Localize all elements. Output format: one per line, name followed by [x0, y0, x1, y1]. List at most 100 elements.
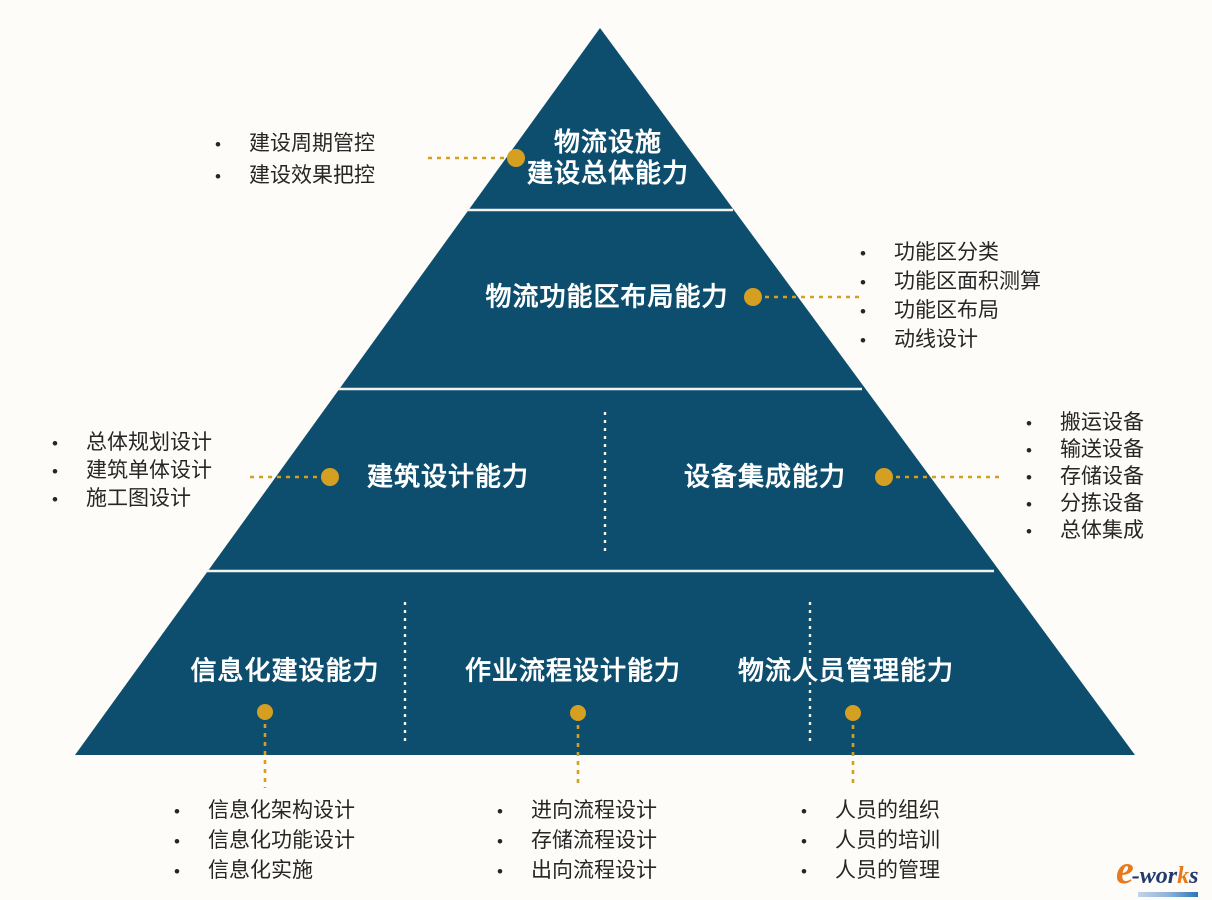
bullet-label: 人员的管理 — [835, 859, 940, 882]
level1-label: 物流设施 建设总体能力 — [527, 127, 689, 189]
bullet-item: • 信息化功能设计 — [174, 826, 355, 856]
bullet-item: • 人员的培训 — [801, 826, 940, 856]
bullet-item: • 进向流程设计 — [497, 796, 657, 826]
bullet-icon: • — [801, 832, 807, 851]
bullet-item: • 建设效果把控 — [215, 160, 375, 192]
bullet-label: 建设周期管控 — [249, 132, 375, 155]
level2-label: 物流功能区布局能力 — [485, 281, 729, 312]
bullet-item: • 搬运设备 — [1026, 410, 1144, 437]
eworks-logo-s: s — [1189, 863, 1199, 889]
bullet-item: • 人员的组织 — [801, 796, 940, 826]
bullet-item: • 人员的管理 — [801, 856, 940, 886]
bullet-icon: • — [860, 331, 866, 350]
bullet-icon: • — [1026, 495, 1032, 514]
eworks-logo-wor: -wor — [1131, 863, 1178, 889]
connector-dot-icon-level4-middle — [570, 705, 586, 721]
bullet-label: 人员的培训 — [835, 829, 940, 852]
eworks-logo-e: e — [1116, 847, 1134, 892]
bullet-label: 搬运设备 — [1060, 411, 1144, 434]
level4-label-right: 物流人员管理能力 — [737, 655, 955, 686]
bullet-label: 出向流程设计 — [531, 859, 657, 882]
bullet-item: • 建筑单体设计 — [52, 457, 212, 485]
level3-label-right: 设备集成能力 — [683, 461, 847, 492]
eworks-logo-k: k — [1177, 863, 1190, 889]
connector-dot-icon-level2 — [744, 288, 762, 306]
bullet-label: 建设效果把控 — [249, 164, 375, 187]
bullet-label: 信息化架构设计 — [208, 799, 355, 822]
bullet-label: 建筑单体设计 — [86, 459, 212, 482]
bullet-label: 信息化功能设计 — [208, 829, 355, 852]
connector-dot-icon-level4-left — [257, 704, 273, 720]
bullet-item: • 出向流程设计 — [497, 856, 657, 886]
level1-label-line2: 建设总体能力 — [526, 158, 690, 188]
pyramid-shape — [75, 28, 1135, 755]
bullet-icon: • — [174, 832, 180, 851]
bullet-label: 信息化实施 — [208, 859, 313, 882]
bullet-icon: • — [52, 434, 58, 453]
bullet-icon: • — [497, 802, 503, 821]
bullet-icon: • — [801, 862, 807, 881]
bullet-icon: • — [1026, 522, 1032, 541]
bullet-icon: • — [860, 302, 866, 321]
bullet-item: • 信息化实施 — [174, 856, 355, 886]
connector-dot-icon-level4-right — [845, 705, 861, 721]
note-list-level4-middle: • 进向流程设计 • 存储流程设计 • 出向流程设计 — [497, 796, 657, 886]
bullet-label: 分拣设备 — [1060, 492, 1144, 515]
bullet-label: 施工图设计 — [86, 487, 191, 510]
bullet-item: • 功能区布局 — [860, 297, 1041, 326]
bullet-icon: • — [1026, 441, 1032, 460]
bullet-icon: • — [497, 862, 503, 881]
bullet-item: • 分拣设备 — [1026, 491, 1144, 518]
bullet-item: • 存储流程设计 — [497, 826, 657, 856]
bullet-label: 存储设备 — [1060, 465, 1144, 488]
eworks-logo: e-works — [1116, 850, 1199, 897]
bullet-icon: • — [1026, 468, 1032, 487]
note-list-level2-right: • 功能区分类 • 功能区面积测算 • 功能区布局 • 动线设计 — [860, 239, 1041, 355]
bullet-label: 人员的组织 — [835, 799, 940, 822]
level1-label-line1: 物流设施 — [553, 127, 663, 157]
bullet-icon: • — [215, 135, 221, 154]
eworks-logo-underline — [1138, 892, 1199, 897]
level4-label-left: 信息化建设能力 — [190, 655, 380, 686]
bullet-icon: • — [174, 802, 180, 821]
bullet-icon: • — [174, 862, 180, 881]
note-list-level3-right: • 搬运设备 • 输送设备 • 存储设备 • 分拣设备 • 总体集成 — [1026, 410, 1144, 545]
connector-dot-icon-level3-right — [875, 468, 893, 486]
bullet-label: 功能区分类 — [894, 241, 999, 264]
bullet-item: • 动线设计 — [860, 326, 1041, 355]
bullet-item: • 功能区面积测算 — [860, 268, 1041, 297]
bullet-item: • 施工图设计 — [52, 485, 212, 513]
bullet-item: • 信息化架构设计 — [174, 796, 355, 826]
note-list-level4-right: • 人员的组织 • 人员的培训 • 人员的管理 — [801, 796, 940, 886]
level4-label-middle: 作业流程设计能力 — [464, 655, 682, 686]
bullet-icon: • — [52, 490, 58, 509]
bullet-icon: • — [52, 462, 58, 481]
bullet-label: 功能区面积测算 — [894, 270, 1041, 293]
bullet-item: • 功能区分类 — [860, 239, 1041, 268]
bullet-icon: • — [215, 167, 221, 186]
level3-label-left: 建筑设计能力 — [366, 461, 530, 492]
bullet-label: 总体集成 — [1060, 519, 1144, 542]
bullet-item: • 总体规划设计 — [52, 429, 212, 457]
note-list-level4-left: • 信息化架构设计 • 信息化功能设计 • 信息化实施 — [174, 796, 355, 886]
bullet-label: 动线设计 — [894, 328, 978, 351]
bullet-label: 功能区布局 — [894, 299, 999, 322]
bullet-label: 总体规划设计 — [86, 431, 212, 454]
bullet-icon: • — [497, 832, 503, 851]
bullet-label: 输送设备 — [1060, 438, 1144, 461]
connector-dot-icon-level3-left — [321, 468, 339, 486]
bullet-icon: • — [801, 802, 807, 821]
bullet-item: • 输送设备 — [1026, 437, 1144, 464]
bullet-icon: • — [860, 244, 866, 263]
bullet-label: 存储流程设计 — [531, 829, 657, 852]
bullet-label: 进向流程设计 — [531, 799, 657, 822]
bullet-icon: • — [860, 273, 866, 292]
bullet-icon: • — [1026, 414, 1032, 433]
connector-dot-icon-level1 — [507, 149, 525, 167]
bullet-item: • 建设周期管控 — [215, 128, 375, 160]
bullet-item: • 总体集成 — [1026, 518, 1144, 545]
bullet-item: • 存储设备 — [1026, 464, 1144, 491]
note-list-level1-left: • 建设周期管控 • 建设效果把控 — [215, 128, 375, 192]
